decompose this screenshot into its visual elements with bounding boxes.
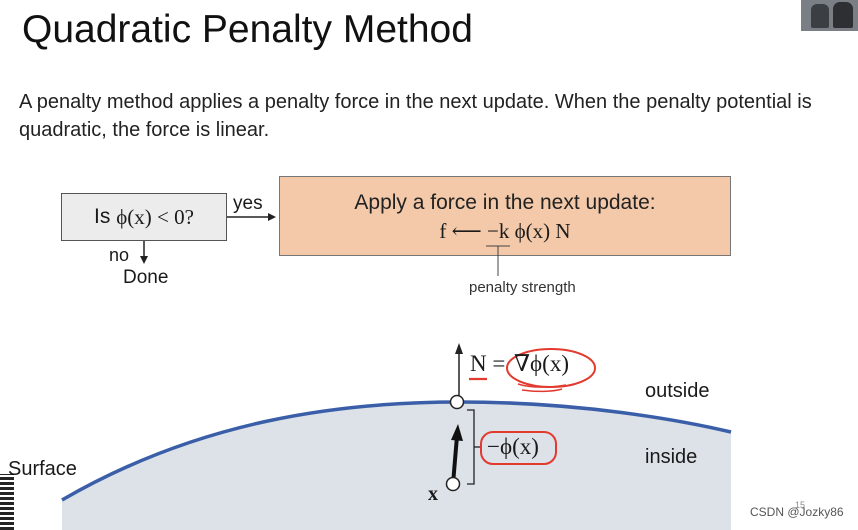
negative-phi-label: −ϕ(x) xyxy=(487,434,539,459)
inside-label: inside xyxy=(645,446,698,468)
inside-region xyxy=(62,402,731,530)
done-label: Done xyxy=(123,267,169,288)
red-underline-gradient xyxy=(517,383,567,393)
point-x-label: x xyxy=(428,483,438,505)
action-title: Apply a force in the next update: xyxy=(354,191,656,214)
condition-prefix: Is xyxy=(94,205,117,228)
body-paragraph: A penalty method applies a penalty force… xyxy=(19,91,812,141)
condition-box: Is ϕ(x) < 0? xyxy=(61,193,227,241)
normal-arrowhead xyxy=(455,343,463,354)
no-label: no xyxy=(109,245,130,265)
gradient-phi-label: ∇ϕ(x) xyxy=(514,351,569,376)
surface-point xyxy=(449,394,465,410)
page-number: 15 xyxy=(795,500,806,510)
displacement-vector xyxy=(451,435,459,485)
surface-curve xyxy=(61,400,732,502)
force-equation: f ⟵ −k ϕ(x) N xyxy=(439,219,571,243)
yes-label: yes xyxy=(233,193,263,214)
normal-label: N = xyxy=(470,351,506,376)
red-box-neg-phi xyxy=(480,431,557,465)
surface-label: Surface xyxy=(8,458,77,480)
qr-code-icon xyxy=(0,474,14,530)
yes-arrowhead xyxy=(268,213,276,221)
webcam-thumbnail xyxy=(801,0,858,31)
point-x xyxy=(445,476,461,492)
outside-label: outside xyxy=(645,380,710,402)
penalty-strength-annotation: penalty strength xyxy=(469,279,576,296)
slide-title: Quadratic Penalty Method xyxy=(22,8,473,51)
condition-math: ϕ(x) < 0? xyxy=(116,204,194,229)
no-arrowhead xyxy=(140,256,148,264)
watermark: CSDN @Jozky86 xyxy=(750,505,844,519)
action-box: Apply a force in the next update: f ⟵ −k… xyxy=(279,176,731,256)
displacement-arrowhead xyxy=(451,424,463,441)
